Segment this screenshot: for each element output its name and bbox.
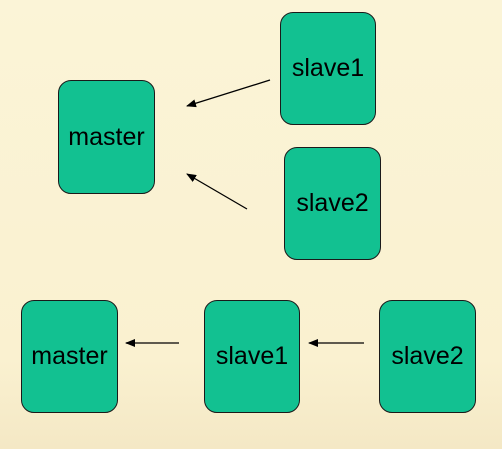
top-master-label: master [68, 122, 145, 151]
top-slave2-node: slave2 [284, 147, 381, 260]
top-slave2-label: slave2 [296, 189, 369, 217]
bottom-slave2-label: slave2 [391, 342, 464, 370]
bottom-slave2-node: slave2 [379, 300, 476, 413]
bottom-master-node: master [21, 300, 118, 413]
bottom-slave1-node: slave1 [204, 300, 300, 413]
arrow-slave2-to-master [186, 173, 248, 210]
top-slave1-node: slave1 [280, 12, 376, 125]
bottom-master-label: master [31, 342, 108, 370]
arrow-slave1-to-master [186, 79, 271, 108]
bottom-slave1-label: slave1 [215, 342, 289, 370]
top-slave1-label: slave1 [291, 54, 365, 82]
top-master-node: master [58, 80, 155, 194]
